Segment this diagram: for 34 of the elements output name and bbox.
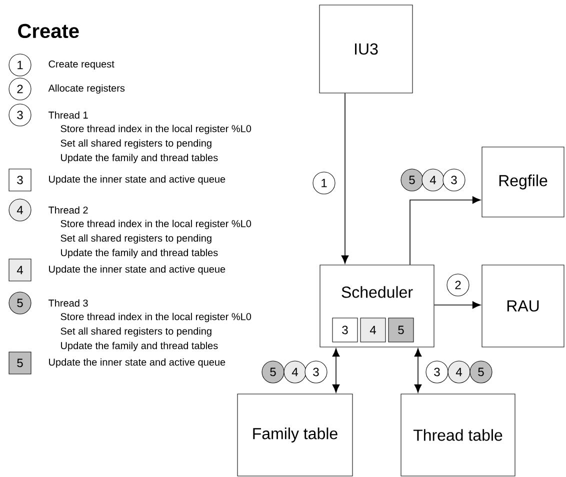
legend-text: Update the family and thread tables [61, 248, 218, 258]
component-box: Family table [237, 394, 353, 476]
numbered-square: 4 [8, 258, 32, 282]
legend-text: Set all shared registers to pending [60, 327, 212, 337]
arrow [434, 301, 481, 309]
arrow [414, 348, 422, 393]
legend-text: Update the family and thread tables [61, 154, 218, 164]
legend-text: Store thread index in the local register %L0 [60, 124, 252, 134]
legend-text: Update the family and thread tables [61, 342, 218, 352]
legend-text: Update the inner state and active queue [49, 358, 226, 368]
legend-text: Store thread index in the local register %L0 [60, 220, 252, 230]
legend-text: Set all shared registers to pending [60, 234, 212, 244]
legend-text: Store thread index in the local register %L0 [60, 312, 252, 322]
legend-text: Thread 1 [48, 111, 88, 119]
queue-slot: 3 [332, 318, 358, 342]
legend-text: Create request [48, 60, 114, 70]
legend-text: Set all shared registers to pending [60, 139, 212, 149]
arrow [332, 348, 340, 393]
component-box: RAU [482, 264, 564, 348]
arrow [341, 92, 349, 264]
arrow [410, 196, 481, 266]
legend-text: Allocate registers [48, 84, 125, 94]
legend-text: Update the inner state and active queue [49, 175, 226, 185]
queue-slot: 4 [360, 318, 386, 342]
component-box: Thread table [400, 394, 516, 476]
component-box: Regfile [482, 146, 564, 218]
component-box: IU3 [319, 4, 413, 94]
numbered-square: 3 [8, 168, 32, 192]
title: Create [18, 24, 79, 38]
legend-text: Thread 3 [48, 299, 88, 307]
numbered-square: 5 [8, 352, 32, 374]
queue-slot: 5 [388, 318, 414, 342]
legend-text: Thread 2 [48, 206, 88, 214]
legend-text: Update the inner state and active queue [49, 265, 226, 275]
